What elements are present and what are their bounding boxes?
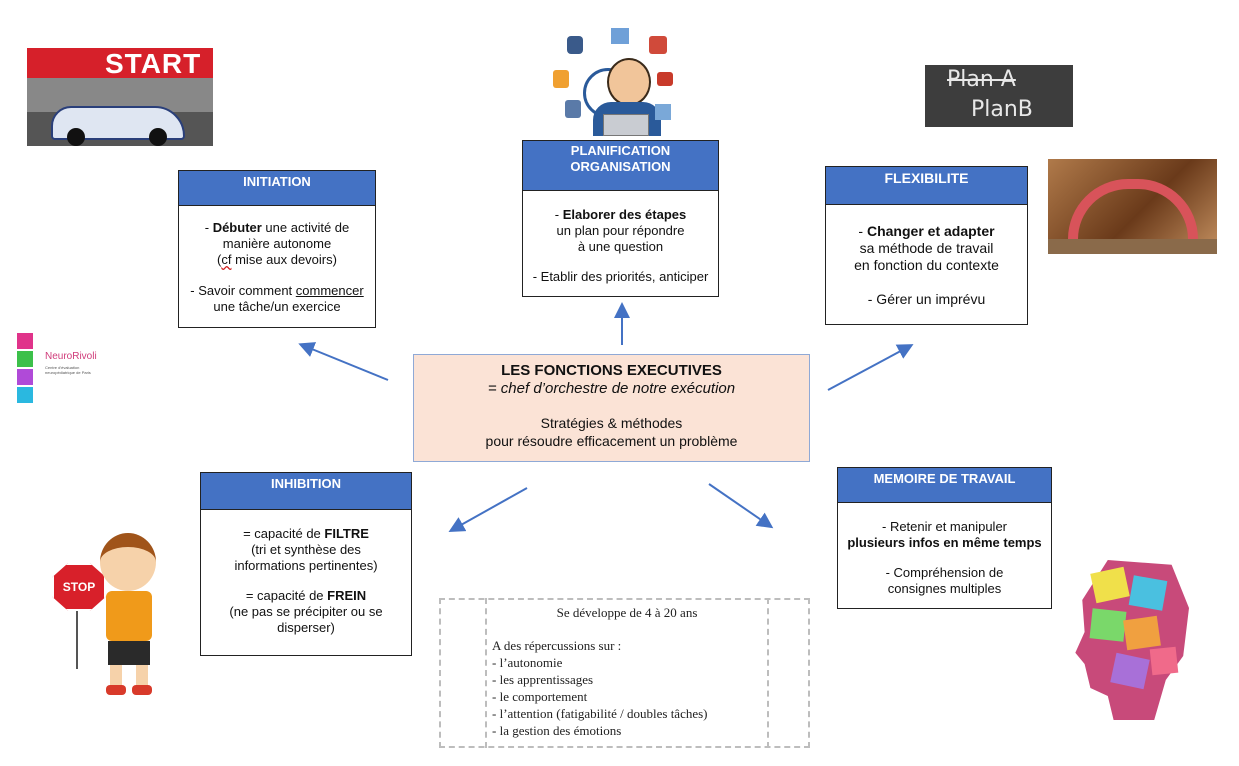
yoga-bridge-photo — [1048, 159, 1217, 254]
head-sticky-notes-illustration — [1073, 560, 1189, 720]
person-icon — [607, 58, 651, 106]
plan-a-text: Plan A — [947, 67, 1016, 92]
center-line-3: Stratégies & méthodes — [540, 415, 683, 431]
initiation-l3-rest: mise aux devoirs) — [231, 252, 337, 267]
planification-l4: - Etablir des priorités, anticiper — [532, 269, 709, 284]
inhibition-header: INHIBITION — [201, 473, 411, 510]
inhibition-body: = capacité de FILTRE (tri et synthèse de… — [201, 510, 411, 636]
logo-tagline-1: Centre d'évaluation — [45, 365, 80, 370]
memoire-de-travail-box: MEMOIRE DE TRAVAIL - Retenir et manipule… — [837, 467, 1052, 609]
initiation-body: - Débuter une activité de manière autono… — [179, 206, 375, 315]
initiation-l5: une tâche/un exercice — [213, 299, 341, 314]
flexibilite-l2: sa méthode de travail — [859, 240, 994, 256]
business-planning-illustration — [553, 28, 683, 136]
development-item: - l’autonomie — [492, 655, 563, 670]
memoire-l3: - Compréhension de — [885, 565, 1004, 580]
inhibition-l1-pre: = capacité de — [243, 526, 325, 541]
initiation-header: INITIATION — [179, 171, 375, 206]
arrow-to-initiation — [298, 342, 389, 381]
flexibilite-body: - Changer et adapter sa méthode de trava… — [826, 205, 1027, 308]
neurorivoli-logo: NeuroRivoli Centre d'évaluation neuropéd… — [13, 333, 113, 405]
memoire-l4: consignes multiples — [887, 581, 1002, 596]
stop-sign-icon: STOP — [52, 563, 106, 611]
inhibition-l2: (tri et synthèse des — [251, 542, 361, 557]
logo-name: NeuroRivoli — [45, 351, 97, 362]
flexibilite-box: FLEXIBILITE - Changer et adapter sa méth… — [825, 166, 1028, 325]
inhibition-l4-pre: = capacité de — [245, 588, 328, 603]
boy-stop-sign-illustration: STOP — [52, 533, 182, 695]
inhibition-l1-bold: FILTRE — [324, 526, 369, 541]
executive-functions-center-box: LES FONCTIONS EXECUTIVES = chef d’orches… — [413, 354, 810, 462]
logo-tagline-2: neuropédiatrique de Paris — [45, 370, 91, 375]
flexibilite-l1-bold: Changer et adapter — [866, 223, 995, 239]
center-line-4: pour résoudre efficacement un problème — [485, 433, 738, 449]
laptop-icon — [603, 114, 649, 136]
initiation-l3-pre: ( — [217, 252, 222, 267]
inhibition-title: INHIBITION — [270, 476, 342, 491]
development-title: Se développe de 4 à 20 ans — [556, 605, 698, 620]
arrow-to-memoire — [708, 483, 774, 529]
inhibition-l3: informations pertinentes) — [234, 558, 378, 573]
memoire-l1: - Retenir et manipuler — [882, 519, 1007, 534]
memoire-l2-bold: plusieurs infos en même temps — [847, 535, 1042, 550]
stop-text: STOP — [62, 580, 96, 594]
plan-a-plan-b-chalkboard: Plan A PlanB — [925, 65, 1073, 127]
arrow-to-flexibilite — [827, 344, 914, 391]
initiation-title: INITIATION — [243, 174, 311, 189]
planification-l3: à une question — [577, 239, 664, 254]
start-race-image: START — [27, 48, 213, 146]
center-subtitle: = chef d’orchestre de notre exécution — [487, 380, 736, 397]
planification-title-1: PLANIFICATION — [570, 143, 671, 158]
flexibilite-l4: - Gérer un imprévu — [867, 291, 986, 307]
memoire-title: MEMOIRE DE TRAVAIL — [873, 471, 1016, 486]
initiation-l1-rest: une activité de — [261, 220, 350, 235]
inhibition-l5: (ne pas se précipiter ou se — [229, 604, 383, 619]
development-note-box: Se développe de 4 à 20 ans A des répercu… — [439, 598, 810, 748]
development-heading: A des répercussions sur : — [492, 638, 622, 653]
center-title: LES FONCTIONS EXECUTIVES — [501, 362, 722, 379]
development-item: - le comportement — [492, 689, 588, 704]
planification-header: PLANIFICATION ORGANISATION — [523, 141, 718, 191]
development-item: - les apprentissages — [492, 672, 594, 687]
flexibilite-l3: en fonction du contexte — [854, 257, 999, 273]
initiation-box: INITIATION - Débuter une activité de man… — [178, 170, 376, 328]
memoire-header: MEMOIRE DE TRAVAIL — [838, 468, 1051, 503]
planification-box: PLANIFICATION ORGANISATION - Elaborer de… — [522, 140, 719, 297]
development-item: - l’attention (fatigabilité / doubles tâ… — [492, 706, 708, 721]
planification-title-2: ORGANISATION — [570, 159, 671, 174]
initiation-cf: cf — [221, 252, 232, 267]
inhibition-l6: disperser) — [277, 620, 335, 635]
plan-b-text: PlanB — [971, 97, 1033, 122]
inhibition-l4-bold: FREIN — [327, 588, 367, 603]
initiation-l1-bold: Débuter — [212, 220, 262, 235]
memoire-body: - Retenir et manipuler plusieurs infos e… — [838, 503, 1051, 597]
initiation-l4-underlined: commencer — [295, 283, 364, 298]
inhibition-box: INHIBITION = capacité de FILTRE (tri et … — [200, 472, 412, 656]
planification-body: - Elaborer des étapes un plan pour répon… — [523, 191, 718, 285]
arrow-to-inhibition — [448, 487, 528, 532]
planification-l2: un plan pour répondre — [556, 223, 685, 238]
initiation-l4-pre: - Savoir comment — [190, 283, 296, 298]
development-item: - la gestion des émotions — [492, 723, 622, 738]
development-note-inner: Se développe de 4 à 20 ans A des répercu… — [485, 598, 769, 748]
flexibilite-header: FLEXIBILITE — [826, 167, 1027, 205]
start-text: START — [105, 48, 202, 79]
flexibilite-title: FLEXIBILITE — [884, 170, 969, 186]
initiation-l2: manière autonome — [222, 236, 332, 251]
planification-l1-bold: Elaborer des étapes — [562, 207, 687, 222]
